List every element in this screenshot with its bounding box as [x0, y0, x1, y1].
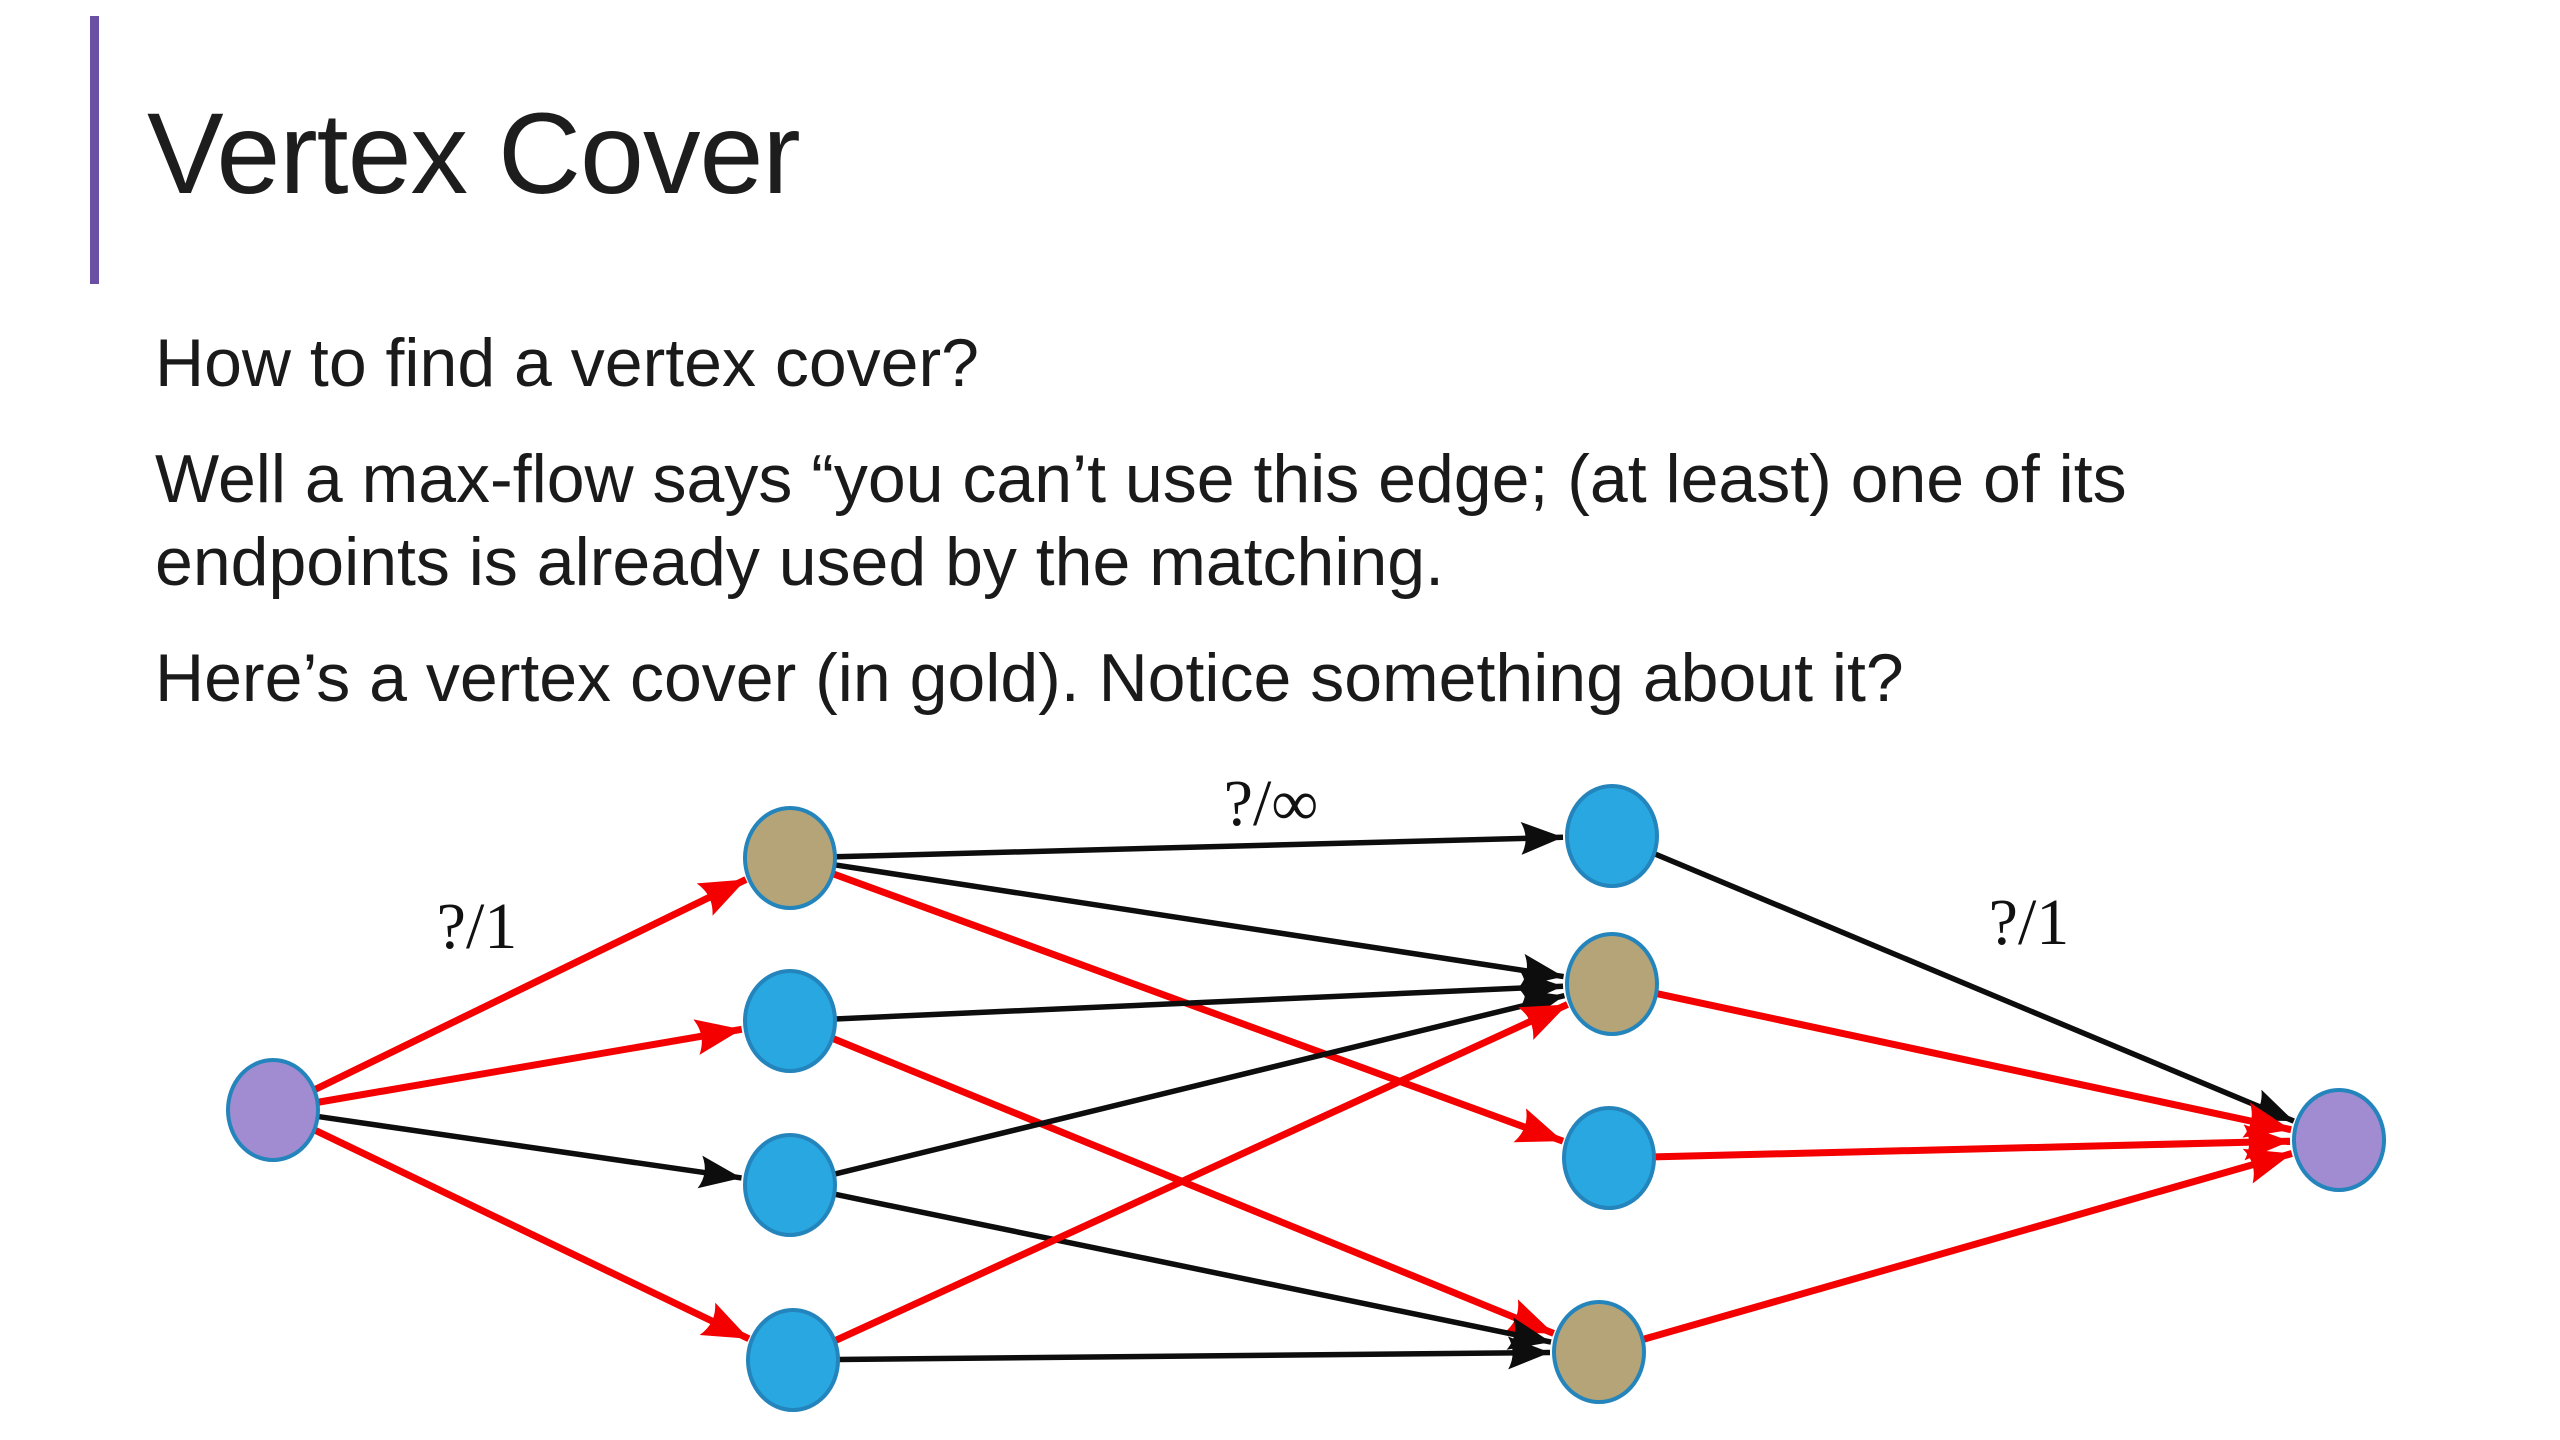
edge-capacity-label-1: ?/1 [437, 890, 518, 963]
edge-source-a2 [316, 1019, 743, 1106]
body-line: How to find a vertex cover? [155, 325, 979, 401]
edge-a3-b2 [833, 989, 1566, 1177]
node-a2 [743, 969, 837, 1073]
slide-title: Vertex Cover [147, 90, 801, 218]
edge-a3-b4 [833, 1191, 1552, 1350]
edge-capacity-label-3: ?/1 [1989, 886, 2070, 959]
body-line: Here’s a vertex cover (in gold). Notice … [155, 640, 1904, 716]
node-sink [2292, 1088, 2386, 1192]
edge-source-a1 [311, 876, 748, 1094]
edge-a4-b4 [837, 1336, 1551, 1370]
edge-a2-b4 [830, 1034, 1555, 1337]
node-a4 [746, 1308, 840, 1412]
edge-b4-sink [1641, 1148, 2293, 1343]
edge-a1-b3 [831, 870, 1565, 1145]
edge-source-a3 [317, 1113, 742, 1189]
body-line: endpoints is already used by the matchin… [155, 524, 1445, 600]
edge-a1-b1 [834, 821, 1564, 860]
node-b4 [1552, 1300, 1646, 1404]
node-a3 [743, 1133, 837, 1237]
edge-b2-sink [1655, 990, 2292, 1138]
edge-a4-b2 [832, 1001, 1569, 1345]
body-paragraph-1: How to find a vertex cover? [155, 322, 2455, 405]
node-b3 [1562, 1106, 1656, 1210]
edge-capacity-label-2: ?/∞ [1224, 767, 1319, 840]
node-b1 [1565, 784, 1659, 888]
node-b2 [1565, 932, 1659, 1036]
body-line: Well a max-flow says “you can’t use this… [155, 441, 2127, 517]
node-source [226, 1058, 320, 1162]
edge-source-a4 [312, 1126, 751, 1342]
title-accent-bar [90, 16, 99, 284]
edge-b3-sink [1653, 1124, 2291, 1161]
edge-b1-sink [1652, 850, 2295, 1124]
edge-a1-b2 [834, 862, 1564, 987]
slide-body: How to find a vertex cover? Well a max-fl… [155, 322, 2455, 753]
node-a1 [743, 806, 837, 910]
body-paragraph-3: Here’s a vertex cover (in gold). Notice … [155, 637, 2455, 720]
edge-a2-b2 [834, 971, 1564, 1022]
body-paragraph-2: Well a max-flow says “you can’t use this… [155, 438, 2455, 604]
